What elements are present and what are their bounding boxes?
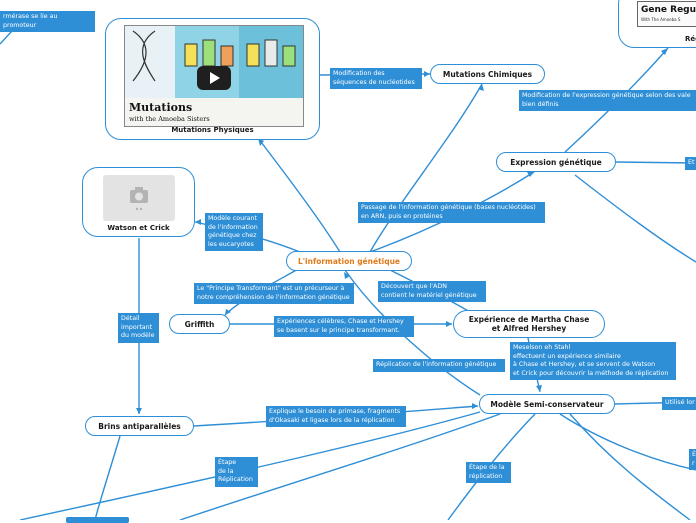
gene-regulation-title: Rég bbox=[685, 35, 696, 43]
brins-antiparalleles-node[interactable]: Brins antiparallèles bbox=[85, 416, 194, 436]
image-placeholder bbox=[103, 175, 175, 221]
expression-genetique-node[interactable]: Expression génétique bbox=[496, 152, 616, 172]
chase-hershey-node[interactable]: Expérience de Martha Chase et Alfred Her… bbox=[453, 310, 605, 338]
etape-replication-label-1: Étape de la Réplication bbox=[215, 457, 258, 487]
dna-illustration-icon bbox=[132, 30, 296, 82]
video-title: Mutations bbox=[129, 101, 193, 114]
principe-label: Le "Principe Transformant" est un précur… bbox=[194, 283, 354, 304]
play-icon bbox=[210, 72, 220, 84]
etape-partial-label: É r bbox=[689, 449, 696, 470]
gene-thumb-title: Gene Regul bbox=[641, 5, 696, 15]
video-subtitle: with the Amoeba Sisters bbox=[129, 115, 210, 123]
modif-expression-label: Modification de l'expression génétique s… bbox=[519, 90, 696, 111]
primase-label: Explique le besoin de primase, fragments… bbox=[266, 406, 406, 427]
mutations-chimiques-node[interactable]: Mutations Chimiques bbox=[430, 64, 545, 84]
utilise-label: Utilisé lor bbox=[662, 397, 696, 410]
watson-crick-node[interactable]: Watson et Crick bbox=[82, 167, 195, 237]
gene-regulation-thumbnail[interactable]: Gene Regul With The Amoeba S bbox=[637, 1, 696, 27]
central-topic[interactable]: L'information génétique bbox=[286, 251, 412, 271]
partial-node-bottom bbox=[66, 517, 129, 523]
griffith-node[interactable]: Griffith bbox=[169, 314, 230, 334]
modele-courant-label: Modèle courant de l'information génétiqu… bbox=[205, 213, 263, 251]
meselson-label: Meselson eh Stahl effectuent un expérien… bbox=[510, 342, 676, 380]
camera-icon bbox=[130, 187, 148, 211]
mutations-physiques-node[interactable]: Mutations with the Amoeba Sisters Mutati… bbox=[105, 18, 320, 140]
et-label: Et bbox=[685, 157, 696, 170]
replication-label: Réplication de l'information génétique bbox=[373, 359, 505, 372]
play-button[interactable] bbox=[197, 66, 231, 90]
detail-label: Détail important du modèle bbox=[118, 313, 159, 343]
gene-regulation-node[interactable]: Gene Regul With The Amoeba S Rég bbox=[618, 0, 696, 48]
watson-crick-title: Watson et Crick bbox=[107, 224, 170, 232]
video-thumbnail[interactable]: Mutations with the Amoeba Sisters bbox=[124, 25, 304, 127]
decouvert-label: Découvert que l'ADN contient le matériel… bbox=[378, 281, 486, 302]
gene-thumb-subtitle: With The Amoeba S bbox=[641, 17, 681, 22]
experiences-label: Expériences célèbres, Chase et Hershey s… bbox=[274, 316, 414, 337]
modif-sequences-label: Modification des séquences de nucléotide… bbox=[330, 68, 422, 89]
mutations-physiques-title: Mutations Physiques bbox=[171, 126, 254, 134]
etape-replication-label-2: Étape de la réplication bbox=[466, 462, 511, 483]
passage-label: Passage de l'information génétique (base… bbox=[358, 202, 545, 223]
modele-semi-conservateur-node[interactable]: Modèle Semi-conservateur bbox=[479, 394, 615, 414]
promoteur-label: rmérase se lie au promoteur bbox=[0, 11, 95, 32]
